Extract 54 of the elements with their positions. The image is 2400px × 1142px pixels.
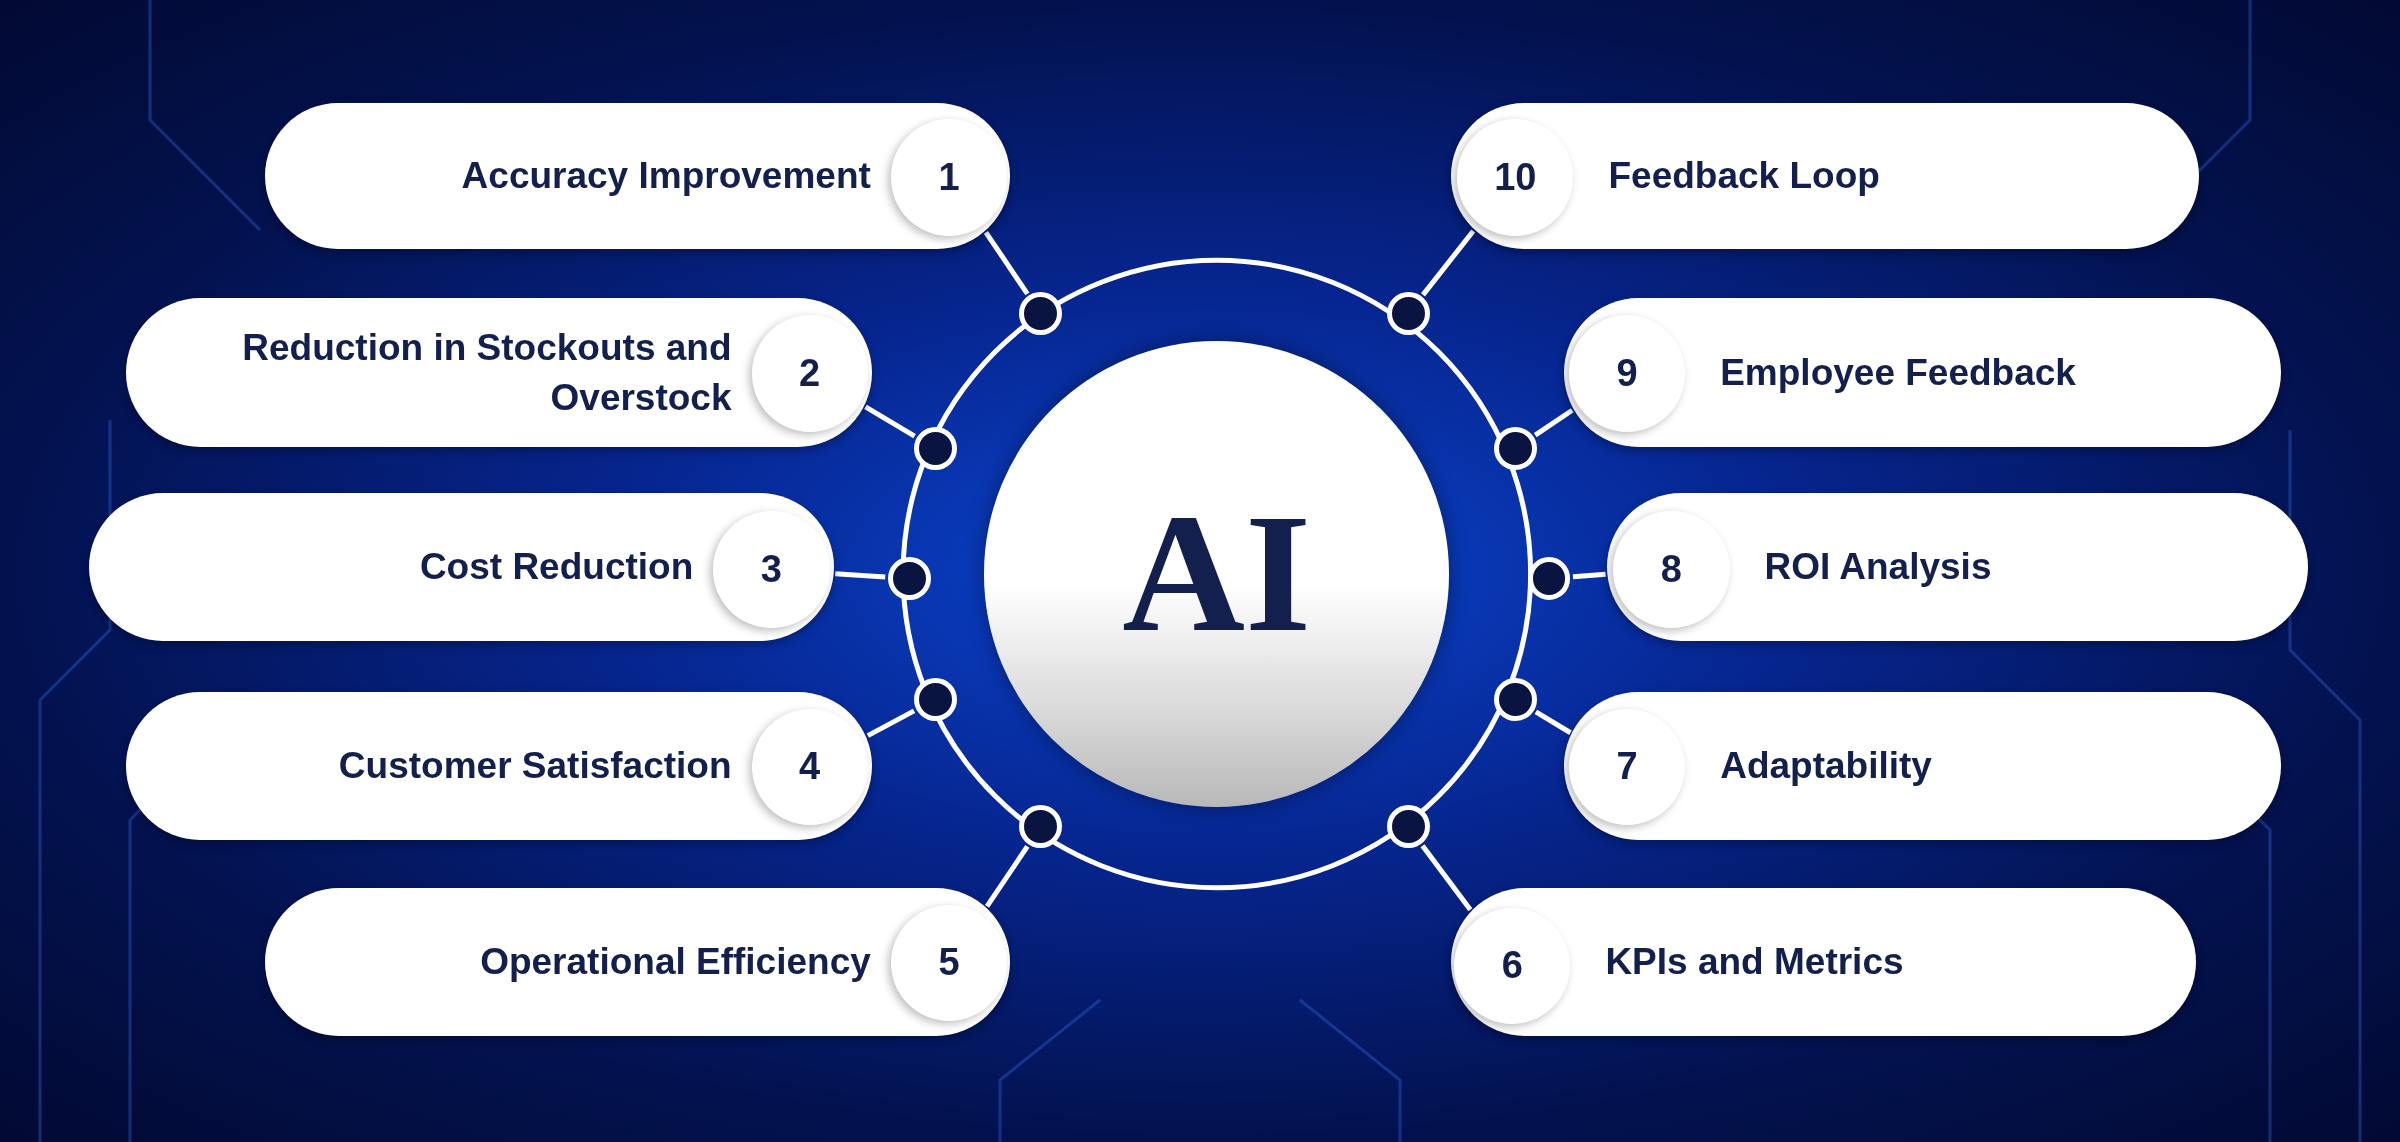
- step-number: 7: [1616, 744, 1638, 790]
- step-number: 2: [799, 350, 821, 396]
- connector-line: [984, 845, 1030, 908]
- circle-node: [1019, 805, 1063, 848]
- label-pill: [1564, 691, 2281, 841]
- connector-line: [866, 708, 916, 738]
- connector-line: [1533, 408, 1574, 438]
- step-number: 3: [760, 546, 782, 592]
- number-circle: [1568, 708, 1686, 825]
- item-label: Accuracy Improvement: [461, 154, 871, 199]
- circle-node: [1493, 427, 1537, 470]
- number-circle: [1613, 511, 1730, 628]
- circle-node: [1386, 292, 1430, 336]
- item-label: Cost Reduction: [419, 545, 694, 590]
- number-circle: [1454, 907, 1571, 1024]
- item-label: ROI Analysis: [1764, 545, 1992, 590]
- connector-line: [983, 230, 1030, 296]
- connector-line: [1421, 229, 1476, 297]
- connector-line: [864, 404, 916, 439]
- item-label: Operational Efficiency: [480, 940, 871, 984]
- label-pill: [1451, 887, 2197, 1037]
- number-circle: [890, 904, 1008, 1021]
- step-number: 4: [799, 744, 821, 790]
- connector-line: [1572, 571, 1606, 580]
- step-number: 6: [1501, 943, 1523, 989]
- step-number: 9: [1616, 350, 1638, 396]
- step-number: 10: [1494, 154, 1537, 200]
- circle-node: [1493, 678, 1537, 721]
- item-label: Adaptability: [1720, 744, 1932, 789]
- circle-node: [1019, 292, 1063, 336]
- circle-node: [1386, 805, 1430, 848]
- circle-node: [913, 678, 957, 721]
- label-pill: [125, 691, 873, 841]
- center-title: AI: [1122, 478, 1312, 670]
- circle-node: [913, 427, 957, 470]
- item-label: Customer Satisfaction: [338, 744, 732, 789]
- step-number: 8: [1660, 546, 1682, 592]
- number-circle: [1568, 315, 1686, 432]
- circle-node: [1527, 557, 1571, 600]
- number-circle: [751, 315, 868, 432]
- step-number: 1: [938, 154, 960, 200]
- item-label: KPIs and Metrics: [1605, 940, 1904, 984]
- connector-line: [1420, 844, 1473, 912]
- item-label: Feedback Loop: [1608, 154, 1880, 199]
- number-circle: [890, 119, 1008, 236]
- item-label: Employee Feedback: [1720, 350, 2076, 395]
- connector-line: [1534, 709, 1572, 735]
- label-pill: [1564, 298, 2281, 447]
- number-circle: [751, 708, 868, 825]
- number-circle: [1457, 119, 1574, 236]
- connector-line: [835, 571, 886, 580]
- step-number: 5: [938, 940, 960, 986]
- number-circle: [713, 511, 830, 628]
- item-label: Reduction in Stockouts and Overstock: [241, 325, 732, 420]
